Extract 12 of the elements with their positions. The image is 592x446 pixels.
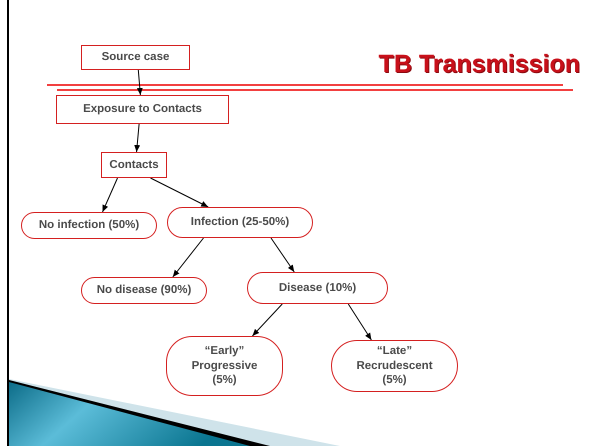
slide-title: TB Transmission	[378, 50, 580, 79]
arrow	[150, 178, 209, 208]
arrow	[270, 238, 295, 272]
arrow	[348, 304, 372, 340]
process-box: Source case	[81, 45, 190, 70]
process-box: Exposure to Contacts	[56, 95, 229, 124]
arrow	[136, 70, 143, 96]
arrow	[252, 304, 283, 336]
arrow	[134, 124, 140, 152]
process-box: Contacts	[101, 152, 167, 178]
arrow	[172, 238, 204, 278]
arrow	[102, 178, 118, 212]
